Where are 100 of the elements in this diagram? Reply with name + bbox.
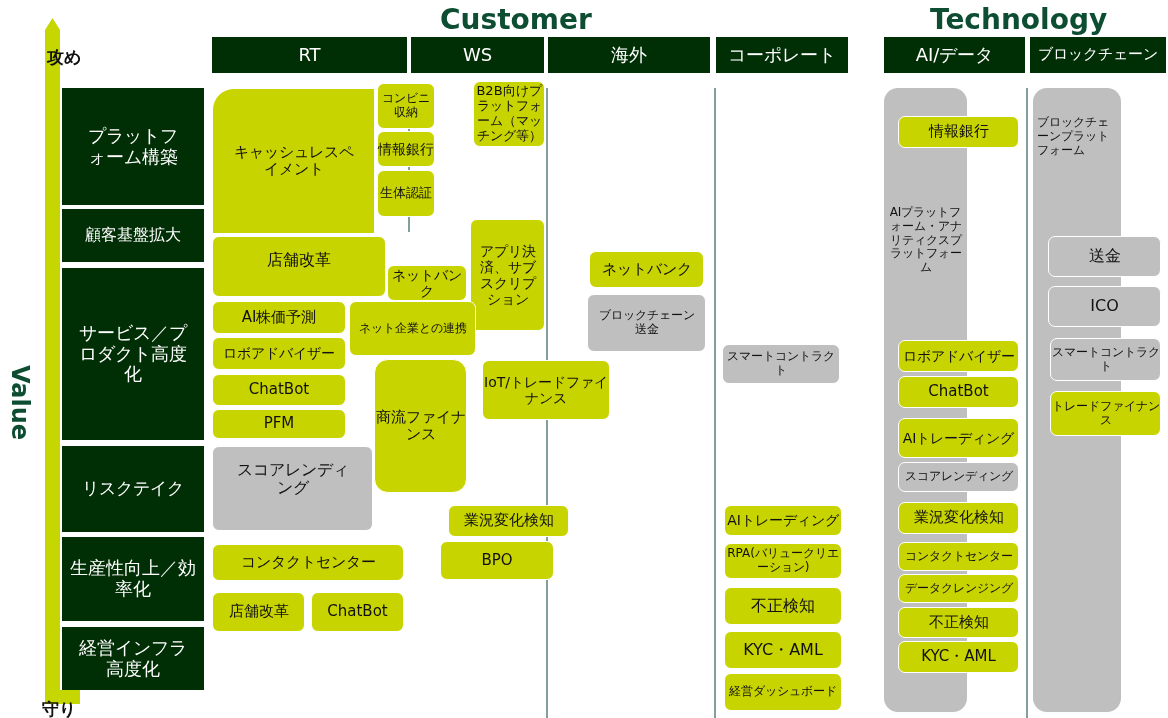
item-label: 情報銀行 xyxy=(928,123,989,141)
item-label: データクレンジング xyxy=(904,581,1013,596)
item-box xyxy=(1050,391,1161,436)
item-box xyxy=(212,544,404,581)
item-label: スコアレンディング xyxy=(904,470,1013,484)
item-label: 生体認証 xyxy=(380,186,432,201)
item-box xyxy=(898,376,1019,408)
item-box xyxy=(212,374,346,406)
item-box xyxy=(212,88,375,234)
item-label: 不正検知 xyxy=(751,596,815,616)
row-header xyxy=(62,537,204,621)
item-box xyxy=(212,446,373,531)
item-label: 送金 xyxy=(1088,247,1121,266)
axis-title: Value xyxy=(6,365,34,441)
row-title: サービス／プロダクト高度化 xyxy=(78,322,189,386)
item-box xyxy=(898,418,1019,458)
item-box xyxy=(898,607,1019,638)
item-box xyxy=(898,116,1019,148)
column-header xyxy=(548,37,710,73)
item-box xyxy=(212,337,346,370)
item-label: ChatBot xyxy=(327,603,388,621)
axis-end-label: 守り xyxy=(42,698,76,718)
item-label: ロボアドバイザー xyxy=(223,345,335,362)
item-box xyxy=(898,502,1019,534)
row-title: プラットフォーム構築 xyxy=(87,125,179,168)
item-label: IoT/トレードファイナンス xyxy=(483,373,609,407)
item-label: ChatBot xyxy=(928,383,989,401)
item-label: ICO xyxy=(1090,297,1119,316)
item-box xyxy=(589,251,704,288)
column-title: ブロックチェーン xyxy=(1038,46,1158,64)
item-label: トレードファイナンス xyxy=(1051,399,1160,428)
item-box xyxy=(898,340,1019,372)
column-header xyxy=(716,37,848,73)
item-box xyxy=(898,542,1019,571)
item-label: KYC・AML xyxy=(921,648,996,666)
item-box xyxy=(482,360,610,420)
item-label: 情報銀行 xyxy=(378,140,434,158)
item-label: スマートコントラクト xyxy=(726,350,836,378)
item-box xyxy=(448,505,569,537)
column-header xyxy=(212,37,407,73)
item-box xyxy=(898,574,1019,603)
item-label: コンタクトセンター xyxy=(904,549,1013,564)
item-label: AIトレーディング xyxy=(902,429,1015,447)
item-box xyxy=(349,301,476,356)
column-title: AI/データ xyxy=(915,44,994,66)
column-header xyxy=(884,37,1025,73)
item-box xyxy=(724,673,842,711)
band-label: AIプラットフォーム・アナリティクスプラットフォーム xyxy=(888,206,964,275)
band-label: ブロックチェーンプラットフォーム xyxy=(1037,116,1110,158)
item-label: 業況変化検知 xyxy=(463,512,554,530)
item-box xyxy=(212,301,346,334)
item-box xyxy=(724,505,842,536)
item-box xyxy=(377,131,435,167)
item-box xyxy=(724,587,842,625)
item-label: BPO xyxy=(481,551,513,570)
item-box xyxy=(311,592,404,632)
item-box xyxy=(212,409,346,439)
column-title: WS xyxy=(462,44,493,66)
item-label: 不正検知 xyxy=(928,613,989,632)
item-box xyxy=(1050,338,1161,381)
item-box xyxy=(898,462,1019,492)
item-label: RPA(バリュークリエーション) xyxy=(726,547,840,575)
item-label: スマートコントラクト xyxy=(1051,345,1160,374)
row-title: 経営インフラ高度化 xyxy=(78,637,188,680)
item-label: ネットバンク xyxy=(601,260,692,279)
item-box xyxy=(374,359,467,493)
item-label: PFM xyxy=(263,415,295,433)
item-label: ネット企業との連携 xyxy=(358,321,467,336)
row-header xyxy=(62,446,204,532)
row-header xyxy=(62,627,204,690)
row-title: リスクテイク xyxy=(82,479,184,499)
item-label: B2B向けプラットフォーム（マッチング等） xyxy=(475,84,544,144)
item-label: アプリ決済、サブスクリプション xyxy=(478,242,537,308)
column-title: RT xyxy=(298,44,321,66)
item-label: AIトレーディング xyxy=(727,512,839,529)
section-title: Customer xyxy=(440,3,592,36)
row-title: 顧客基盤拡大 xyxy=(85,226,181,245)
item-label: コンビニ収納 xyxy=(381,92,431,120)
item-label: 業況変化検知 xyxy=(913,509,1004,527)
item-box xyxy=(1048,286,1161,327)
column-title: 海外 xyxy=(611,44,647,66)
item-label: ChatBot xyxy=(248,381,310,399)
row-header xyxy=(62,209,204,262)
item-label: スコアレンディング xyxy=(235,461,350,498)
item-box xyxy=(724,631,842,669)
item-box xyxy=(212,592,305,632)
item-box xyxy=(470,219,545,331)
item-box xyxy=(377,83,435,129)
item-box xyxy=(898,641,1019,673)
item-box xyxy=(212,236,386,297)
item-label: キャッシュレスペイメント xyxy=(232,143,355,179)
item-box xyxy=(377,170,435,217)
item-label: 店舗改革 xyxy=(267,251,331,270)
column-title: コーポレート xyxy=(728,44,836,66)
row-title: 生産性向上／効率化 xyxy=(69,558,197,600)
item-box xyxy=(722,344,840,384)
item-label: コンタクトセンター xyxy=(240,553,376,572)
row-header xyxy=(62,88,204,205)
item-label: ネットバンク xyxy=(391,266,463,300)
item-label: AI株価予測 xyxy=(241,308,317,327)
